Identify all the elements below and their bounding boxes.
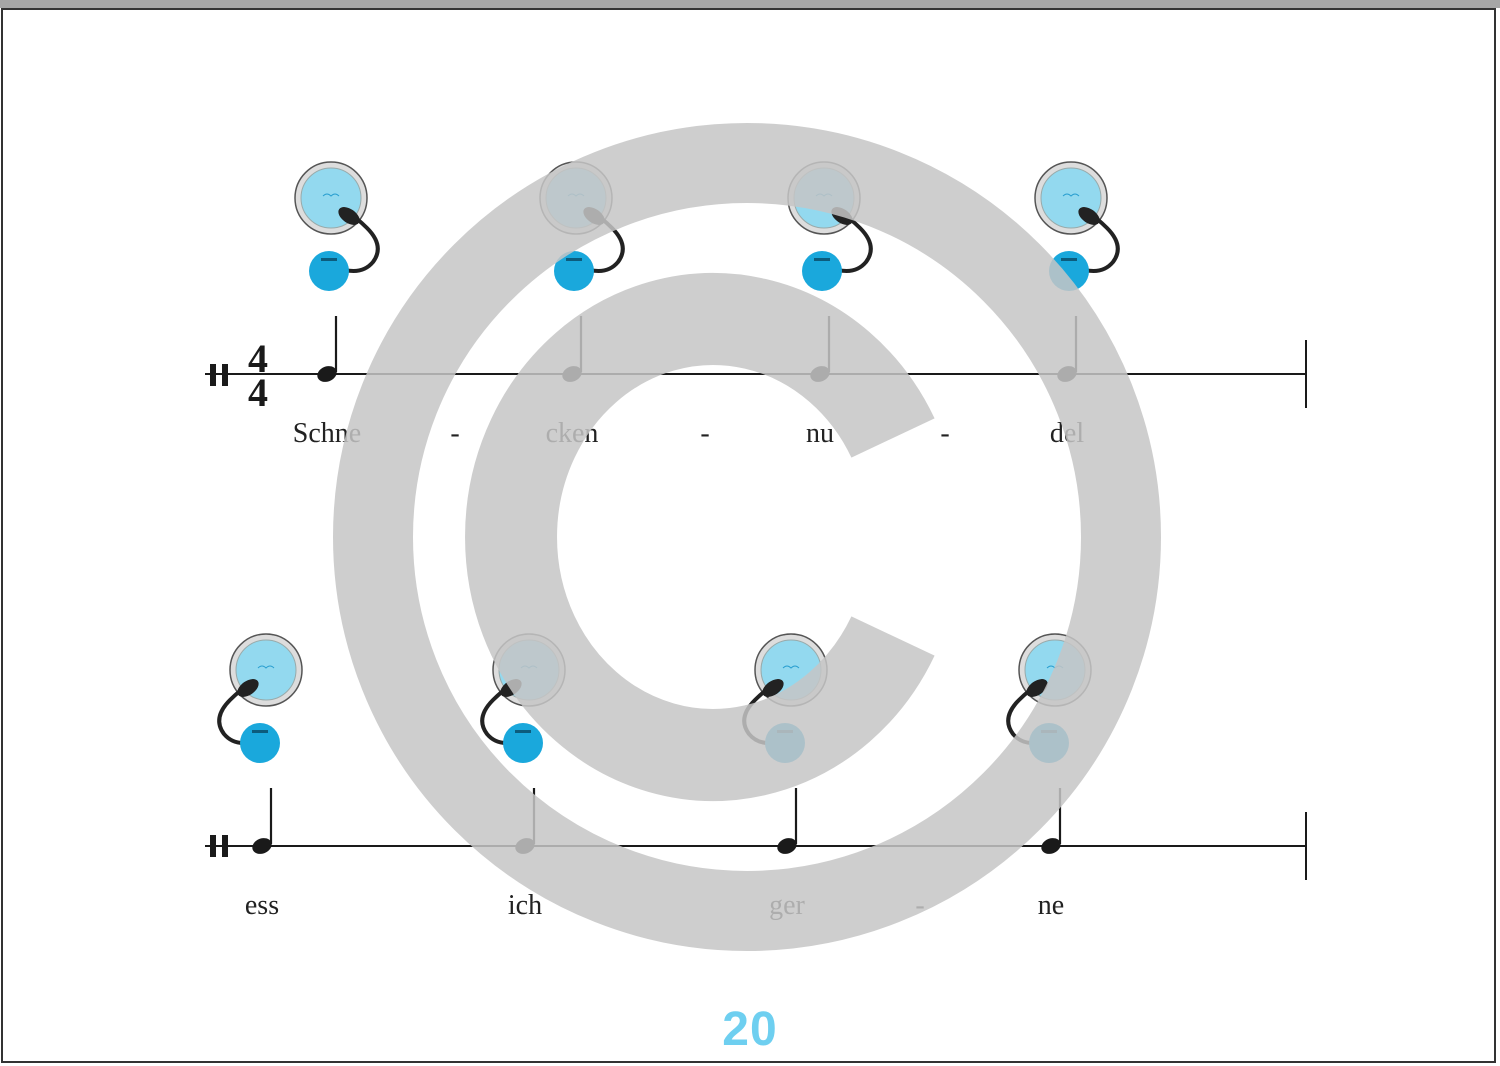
page-number: 20 (722, 1003, 778, 1056)
drums-group (294, 161, 1120, 291)
lyric-syllable: ger (769, 890, 805, 921)
hand-drum-icon (787, 161, 873, 291)
drums-group (217, 633, 1092, 763)
hand-drum-icon (742, 633, 828, 763)
hand-drum-icon (539, 161, 625, 291)
system-1: 4 4 Schne cken nu del - - - (205, 161, 1307, 449)
lyric-syllable: nu (806, 418, 834, 449)
percussion-clef (210, 835, 228, 857)
percussion-clef (210, 364, 228, 386)
quarter-note (777, 788, 798, 854)
quarter-note (562, 316, 583, 382)
lyric-syllable: del (1050, 418, 1084, 449)
hand-drum-icon (294, 161, 380, 291)
lyric-hyphen: - (940, 418, 949, 449)
quarter-note (810, 316, 831, 382)
hand-drum-icon (1006, 633, 1092, 763)
lyric-syllable: ich (508, 890, 542, 921)
time-signature-top: 4 (248, 336, 268, 381)
quarter-note (1041, 788, 1062, 854)
lyrics-group: ess ich ger ne - (245, 890, 1064, 921)
hand-drum-icon (217, 633, 303, 763)
lyric-syllable: cken (546, 418, 599, 449)
quarter-note (515, 788, 536, 854)
lyric-syllable: ne (1038, 890, 1064, 921)
lyric-hyphen: - (915, 890, 924, 921)
hand-drum-icon (1034, 161, 1120, 291)
hand-drum-icon (480, 633, 566, 763)
quarter-note (317, 316, 338, 382)
top-border-bar (0, 0, 1500, 8)
time-signature-bottom: 4 (248, 370, 268, 415)
system-2: ess ich ger ne - (205, 633, 1307, 921)
lyric-syllable: ess (245, 890, 279, 921)
lyrics-group: Schne cken nu del - - - (293, 418, 1085, 449)
lyric-hyphen: - (450, 418, 459, 449)
lyric-hyphen: - (700, 418, 709, 449)
quarter-note (252, 788, 273, 854)
lyric-syllable: Schne (293, 418, 361, 449)
quarter-note (1057, 316, 1078, 382)
